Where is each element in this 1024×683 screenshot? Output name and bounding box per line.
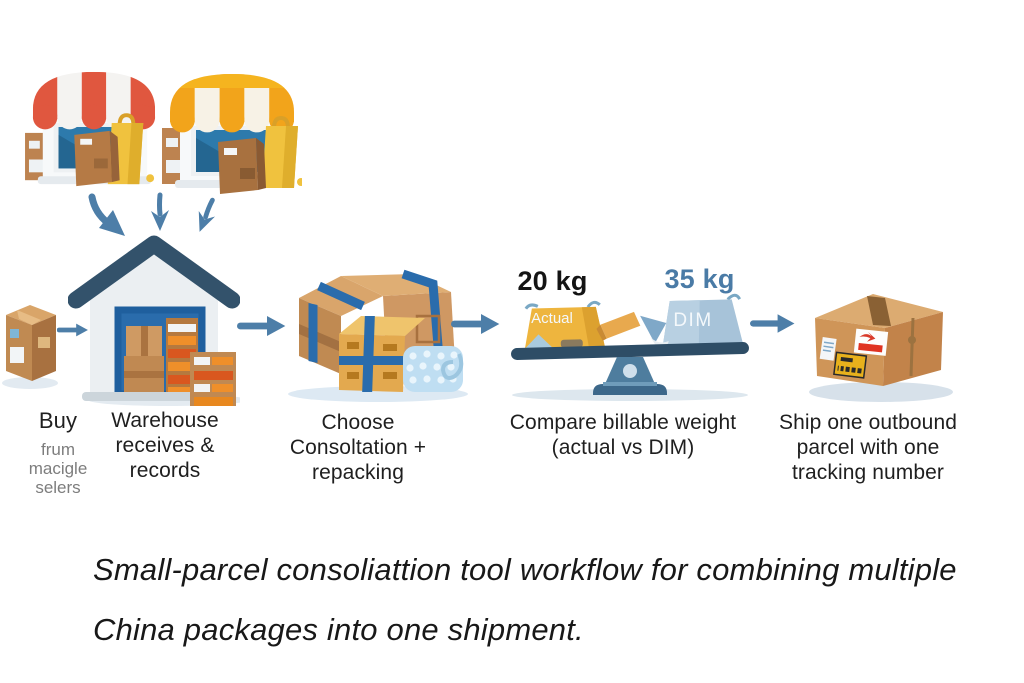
storefront-red-icon [25,60,163,193]
arrow-down-icon [148,192,172,234]
outbound-box-icon [793,266,958,406]
step-label-buy: Buy frum macigle selers [22,408,94,497]
actual-weight-label: Actual [531,310,573,327]
arrow-right-icon [237,312,287,340]
dim-weight-value: 35 kg [664,264,735,294]
caption-text: Small-parcel consoliattion tool workflow… [93,552,957,648]
step-label-consolidation: Choose Consoltation + repacking [289,411,427,484]
arrow-down-icon [187,193,224,239]
arrow-right-icon [750,310,796,337]
storefront-yellow-icon [162,62,302,197]
buy-label: Buy [38,408,78,433]
step-label-ship: Ship one outbound parcel with one tracki… [778,411,958,484]
arrow-down-icon [84,193,132,239]
step-label-compare-weight: Compare billable weight (actual vs DIM) [509,411,737,459]
warehouse-icon [68,220,240,406]
dim-weight-label: DIM [673,310,713,331]
step-label-warehouse: Warehouse receives & records [111,409,219,482]
arrow-right-icon [57,320,89,340]
buy-sublabel: frum macigle selers [28,439,88,498]
arrow-right-icon [451,310,501,338]
actual-weight-value: 20 kg [517,266,588,296]
consolidated-bundle-icon [283,254,468,404]
parcel-box-icon [0,295,62,391]
balance-scale-icon [505,262,755,402]
